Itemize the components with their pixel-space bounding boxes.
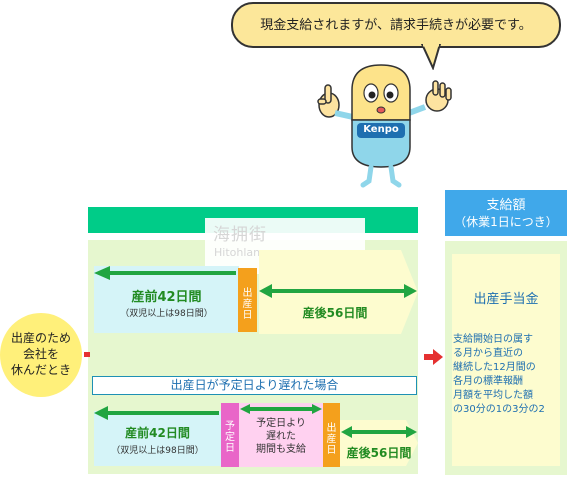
due-char: 予 (225, 421, 235, 432)
payment-panel-inner (452, 254, 560, 466)
birth-day-label-upper: 出 産 日 (238, 288, 257, 321)
late-period-line: 期間も支給 (256, 444, 306, 455)
speech-bubble-tail (420, 44, 442, 70)
postnatal-title-lower: 産後56日間 (346, 446, 412, 460)
leave-text-line: 出産のため (10, 331, 71, 345)
due-date-marker (221, 403, 239, 467)
leave-text: 出産のため 会社を 休んだとき (0, 330, 82, 378)
watermark-text: 海拥街 (213, 225, 267, 245)
due-char: 定 (225, 432, 235, 443)
late-period-line: 予定日より (256, 418, 306, 429)
postnatal-title-upper: 産後56日間 (302, 306, 368, 320)
allowance-desc-line: 継続した12月間の (453, 362, 536, 373)
allowance-desc-line: 月額を平均した額 (453, 390, 533, 401)
prenatal-note-upper: （双児以上は98日間） (120, 309, 213, 319)
birth-day-marker-lower (323, 403, 340, 467)
birth-char: 日 (326, 445, 337, 456)
leave-text-line: 休んだとき (10, 363, 71, 377)
allowance-desc-line: 各月の標準報酬 (453, 376, 523, 387)
prenatal-title-lower: 産前42日間 (125, 426, 190, 440)
late-period-line: 遅れた (266, 431, 296, 442)
leave-circle (0, 313, 82, 397)
postnatal-period-upper (259, 250, 418, 334)
payment-amount-title: 支給額 (486, 198, 526, 213)
due-char: 日 (225, 443, 235, 454)
payment-amount-subtitle: （休業1日につき） (454, 215, 558, 229)
birth-day-label-lower: 出 産 日 (323, 423, 340, 456)
prenatal-note-lower: （双児以上は98日間） (111, 446, 204, 456)
speech-bubble-text: 現金支給されますが、請求手続きが必要です。 (260, 18, 532, 33)
prenatal-title-upper: 産前42日間 (131, 290, 202, 305)
leave-text-line: 会社を (22, 347, 59, 361)
allowance-name: 出産手当金 (473, 292, 539, 307)
birth-char: 日 (242, 310, 253, 321)
birth-day-marker-upper (238, 268, 257, 332)
red-arrow (424, 349, 443, 365)
late-birth-label: 出産日が予定日より遅れた場合 (92, 376, 417, 395)
late-period-text: 予定日より 遅れた 期間も支給 (239, 417, 323, 456)
watermark-subtext: Hitohlan (214, 246, 261, 259)
payment-amount-header (445, 190, 567, 236)
birth-char: 産 (326, 434, 337, 445)
prenatal-period-lower (94, 411, 221, 466)
red-connector (84, 352, 90, 357)
speech-bubble (231, 2, 561, 48)
capsule-mascot-icon (317, 64, 452, 188)
allowance-desc-line: の30分の1の3分の2 (453, 404, 545, 415)
allowance-description: 支給開始日の属す る月から直近の 継続した12月間の 各月の標準報酬 月額を平均… (453, 333, 563, 417)
mascot-label: Kenpo (363, 124, 399, 135)
birth-char: 産 (242, 299, 253, 310)
birth-char: 出 (242, 288, 253, 299)
due-date-label: 予 定 日 (221, 421, 239, 454)
birth-char: 出 (326, 423, 337, 434)
allowance-desc-line: る月から直近の (453, 348, 523, 359)
allowance-desc-line: 支給開始日の属す (453, 334, 533, 345)
